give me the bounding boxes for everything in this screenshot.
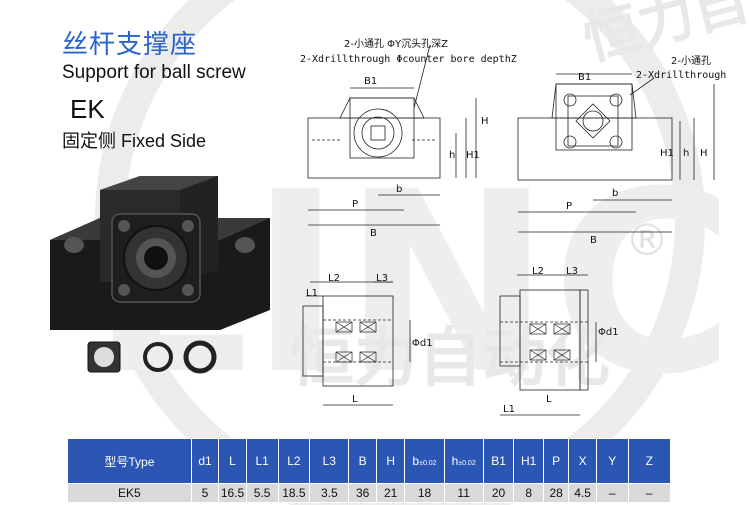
right-note-en: 2-Xdrillthrough xyxy=(636,70,726,81)
label-b-right: B xyxy=(590,235,597,246)
label-l1-left: L1 xyxy=(306,288,318,299)
label-h1-left: H1 xyxy=(466,150,480,161)
label-d1-left: Φd1 xyxy=(412,338,433,349)
header-h-small: h±0.02 xyxy=(443,438,484,484)
header-y: Y xyxy=(595,438,629,484)
label-h-left: H xyxy=(481,116,489,127)
header-type: 型号Type xyxy=(67,438,192,484)
header-l3: L3 xyxy=(309,438,350,484)
label-d1-right: Φd1 xyxy=(598,327,619,338)
label-b-left: B xyxy=(370,228,377,239)
header-h: H xyxy=(375,438,406,484)
spec-table: 型号Type d1 L L1 L2 L3 B H b±0.02 h±0.02 B… xyxy=(67,438,672,503)
header-l2: L2 xyxy=(277,438,311,484)
header-h1: H1 xyxy=(513,438,544,484)
header-b-small: b±0.02 xyxy=(404,438,445,484)
cell-h-small: 11 xyxy=(443,483,484,503)
label-p-left: P xyxy=(352,199,358,210)
label-b1-right: B1 xyxy=(578,72,591,83)
cell-x: 4.5 xyxy=(568,483,597,503)
cell-z: – xyxy=(627,483,672,503)
cell-l2: 18.5 xyxy=(277,483,311,503)
right-note-cn: 2-小通孔 xyxy=(671,55,711,67)
left-note-en: 2-Xdrillthrough Φcounter bore depthZ xyxy=(300,54,517,65)
title-cn: 丝杆支撑座 xyxy=(62,30,198,60)
label-h-right: H xyxy=(700,148,708,159)
label-l3-left: L3 xyxy=(376,273,388,284)
header-l: L xyxy=(218,438,247,484)
cell-l3: 3.5 xyxy=(309,483,350,503)
label-l1-right: L1 xyxy=(503,404,515,415)
cell-h1: 8 xyxy=(513,483,544,503)
header-p: P xyxy=(542,438,570,484)
label-l3-right: L3 xyxy=(566,266,578,277)
cell-b1: 20 xyxy=(482,483,515,503)
label-b-small-right: b xyxy=(612,188,618,199)
header-x: X xyxy=(568,438,597,484)
label-h-small-right: h xyxy=(683,148,689,159)
cell-b-small: 18 xyxy=(404,483,445,503)
product-photo xyxy=(50,176,270,374)
cell-d1: 5 xyxy=(190,483,220,503)
table-row: EK5 5 16.5 5.5 18.5 3.5 36 21 18 11 20 8… xyxy=(67,483,672,503)
cell-type: EK5 xyxy=(67,483,192,503)
model-name: EK xyxy=(70,94,105,124)
label-l-left: L xyxy=(352,394,358,405)
label-b-small-left: b xyxy=(396,184,402,195)
left-note-cn: 2-小通孔 ΦY沉头孔深Z xyxy=(344,37,448,50)
header-z: Z xyxy=(627,438,672,484)
label-l2-right: L2 xyxy=(532,266,544,277)
cell-h: 21 xyxy=(375,483,406,503)
label-b1-left: B1 xyxy=(364,76,377,87)
header-b: B xyxy=(348,438,377,484)
cell-p: 28 xyxy=(542,483,570,503)
label-h-small-left: h xyxy=(449,150,455,161)
label-l2-left: L2 xyxy=(328,273,340,284)
label-h1-right: H1 xyxy=(660,148,674,159)
cell-y: – xyxy=(595,483,629,503)
header-l1: L1 xyxy=(245,438,279,484)
cell-b: 36 xyxy=(348,483,377,503)
spec-header-row: 型号Type d1 L L1 L2 L3 B H b±0.02 h±0.02 B… xyxy=(67,438,672,484)
side-label: 固定侧 Fixed Side xyxy=(62,131,207,151)
header-b1: B1 xyxy=(482,438,515,484)
technical-drawings: 2-小通孔 ΦY沉头孔深Z 2-Xdrillthrough Φcounter b… xyxy=(300,37,726,416)
header-d1: d1 xyxy=(190,438,220,484)
label-p-right: P xyxy=(566,201,572,212)
cell-l: 16.5 xyxy=(218,483,247,503)
title-en: Support for ball screw xyxy=(62,62,246,83)
label-l-right: L xyxy=(546,394,552,405)
cell-l1: 5.5 xyxy=(245,483,279,503)
